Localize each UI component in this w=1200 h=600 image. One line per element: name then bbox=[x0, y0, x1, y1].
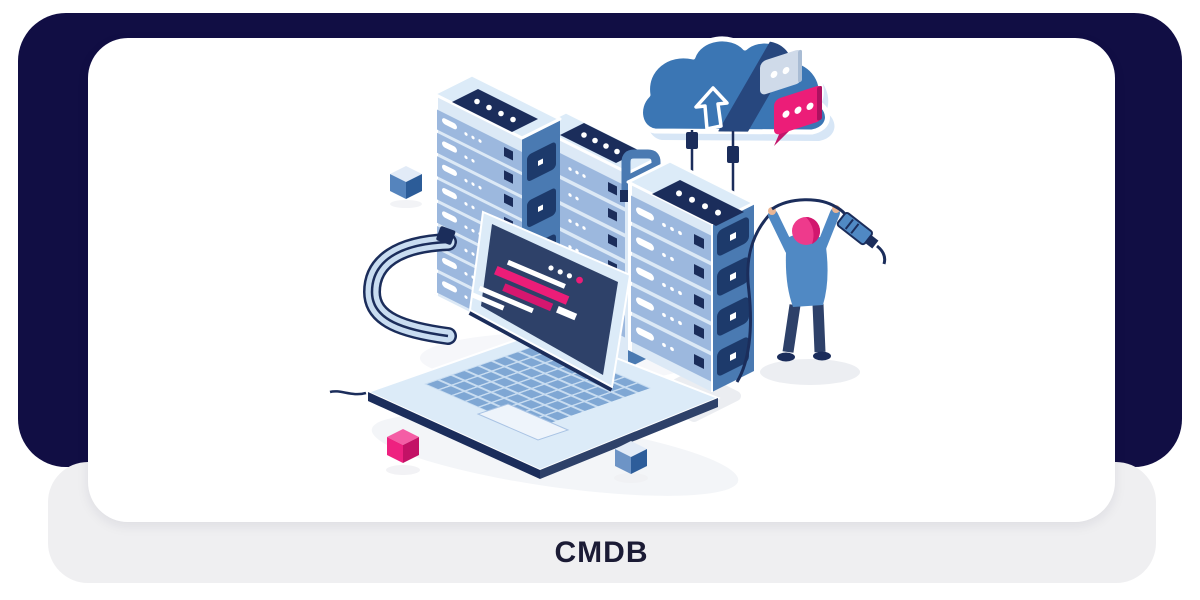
caption-cmdb: CMDB bbox=[554, 535, 649, 569]
content-card bbox=[88, 38, 1115, 522]
